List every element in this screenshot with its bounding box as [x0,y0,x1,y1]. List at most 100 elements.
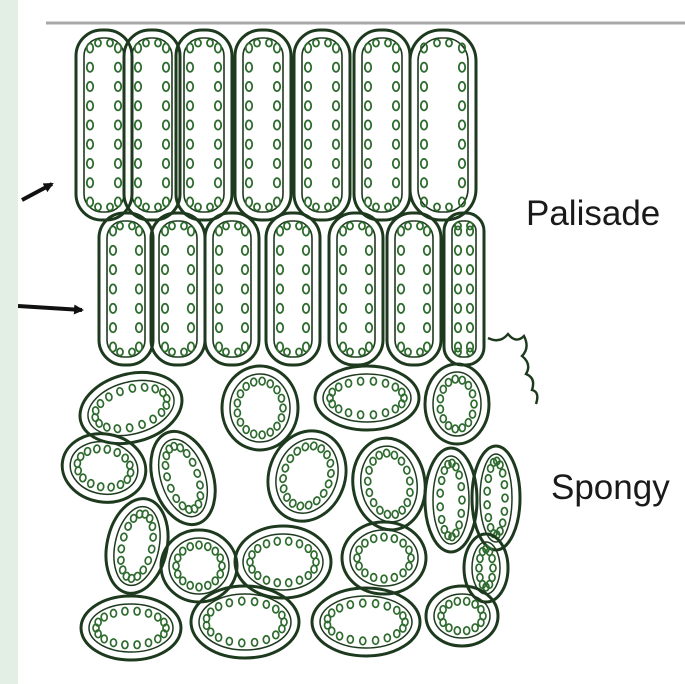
chloroplast [305,572,311,580]
chloroplast [117,480,124,489]
chloroplast [246,159,252,168]
lower-palisade-cell [266,213,320,365]
chloroplast [323,450,331,459]
chloroplast [403,466,410,474]
chloroplast [320,489,328,498]
chloroplast [255,572,261,580]
chloroplast [246,120,252,129]
chloroplast [446,203,452,210]
chloroplast [87,479,94,488]
cell-fragment-outline [488,334,537,404]
chloroplast [421,101,427,110]
chloroplast [459,63,465,72]
chloroplast [274,120,280,129]
chloroplast [381,533,387,541]
chloroplast [234,399,240,407]
chloroplast [405,222,411,229]
chloroplast [333,82,339,91]
chloroplast [277,342,283,351]
chloroplast [215,178,221,187]
chloroplast [196,480,204,489]
chloroplast [169,222,175,229]
chloroplast [347,348,353,355]
chloroplast [129,222,135,229]
chloroplast [359,222,365,229]
chloroplast [162,284,168,293]
chloroplast [163,197,169,206]
chloroplast [421,140,427,149]
chloroplast [406,477,413,485]
chloroplast [279,625,285,633]
lower-palisade-cell [99,213,153,365]
upper-palisade-cell [354,30,410,220]
chloroplast [421,159,427,168]
chloroplast [366,342,372,351]
chloroplast [440,415,446,423]
chloroplast [155,613,161,621]
chloroplast [337,604,343,612]
chloroplast [207,39,213,46]
chloroplast [163,43,169,52]
chloroplast [284,348,290,355]
chloroplast [305,101,311,110]
chloroplast [393,178,399,187]
chloroplast [305,197,311,206]
chloroplast [470,390,476,398]
chloroplast [391,451,398,459]
upper-palisade-cell [235,30,291,220]
chloroplast [305,159,311,168]
chloroplast [384,602,390,610]
chloroplast [500,519,506,527]
chloroplast [385,203,391,210]
chloroplast [235,222,241,229]
chloroplast [383,379,389,387]
cell-wall-inner [243,534,323,590]
chloroplast [266,39,272,46]
chloroplast [195,39,201,46]
chloroplast [360,637,366,645]
chloroplast [373,39,379,46]
chloroplast [477,574,483,582]
chloroplast [181,222,187,229]
chloroplast [286,454,294,463]
spongy-cell [81,596,181,660]
chloroplast [187,159,193,168]
chloroplast [226,637,232,645]
cell-wall-inner [213,221,251,357]
chloroplast [122,607,128,615]
chloroplast [279,474,287,483]
chloroplast [329,609,335,617]
chloroplast [163,159,169,168]
chloroplast [437,489,443,497]
chloroplast [97,482,104,491]
chloroplast [277,323,283,332]
chloroplast [472,600,478,608]
chloroplast [144,556,151,565]
chloroplast [490,564,496,572]
cell-wall-inner [362,38,402,212]
chloroplast [215,101,221,110]
chloroplast [398,323,404,332]
spongy-cell [315,366,419,430]
chloroplast [305,63,311,72]
chloroplast [215,140,221,149]
chloroplast [455,284,461,293]
chloroplast [459,178,465,187]
chloroplast [273,605,279,613]
chloroplast [347,601,353,609]
chloroplast [223,348,229,355]
chloroplast [110,304,116,313]
chloroplast [333,101,339,110]
chloroplast [366,488,373,496]
chloroplast [376,451,383,459]
chloroplast [75,467,82,476]
chloroplast [246,178,252,187]
chloroplast [274,140,280,149]
chloroplast [459,376,465,384]
chloroplast [305,501,313,510]
chloroplast [114,448,121,457]
chloroplast [467,284,473,293]
chloroplast [439,516,445,524]
chloroplast [364,477,371,485]
chloroplast [384,510,391,518]
